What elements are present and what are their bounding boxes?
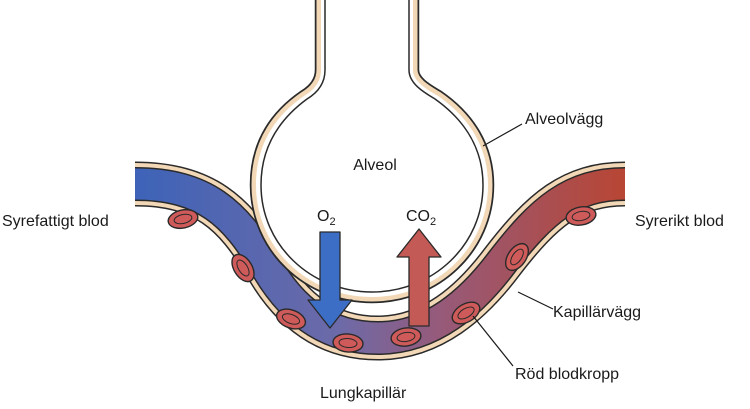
red-blood-cell bbox=[332, 333, 364, 353]
label-lungkapillar: Lungkapillär bbox=[320, 385, 407, 402]
red-blood-cell bbox=[231, 253, 255, 283]
alveolus-inner-outline bbox=[260, 0, 484, 293]
red-blood-cell bbox=[451, 301, 481, 325]
o2-arrow bbox=[307, 231, 353, 329]
label-co2: CO2 bbox=[406, 208, 436, 228]
alveolus-air bbox=[256, 0, 488, 297]
red-blood-cell bbox=[565, 206, 597, 226]
co2-arrow bbox=[396, 228, 442, 327]
leader-line-alveolvagg bbox=[482, 123, 523, 147]
red-blood-cell bbox=[390, 327, 422, 347]
label-syrerikt-blod: Syrerikt blod bbox=[635, 213, 724, 230]
capillary-blood-fill bbox=[134, 168, 626, 354]
red-blood-cell bbox=[275, 308, 307, 330]
label-syrefattigt-blod: Syrefattigt blod bbox=[2, 213, 109, 230]
leader-line-kapillarvagg bbox=[517, 291, 554, 310]
red-blood-cell bbox=[504, 242, 530, 272]
label-kapillarvagg: Kapillärvägg bbox=[553, 304, 641, 321]
label-rod-blodkropp: Röd blodkropp bbox=[515, 366, 619, 383]
label-alveol: Alveol bbox=[353, 157, 397, 174]
red-blood-cells bbox=[167, 206, 597, 353]
red-blood-cell bbox=[167, 208, 199, 230]
label-o2: O2 bbox=[317, 208, 336, 228]
label-alveolvagg: Alveolvägg bbox=[525, 111, 603, 128]
leader-line-rod-blodkropp bbox=[472, 315, 514, 367]
